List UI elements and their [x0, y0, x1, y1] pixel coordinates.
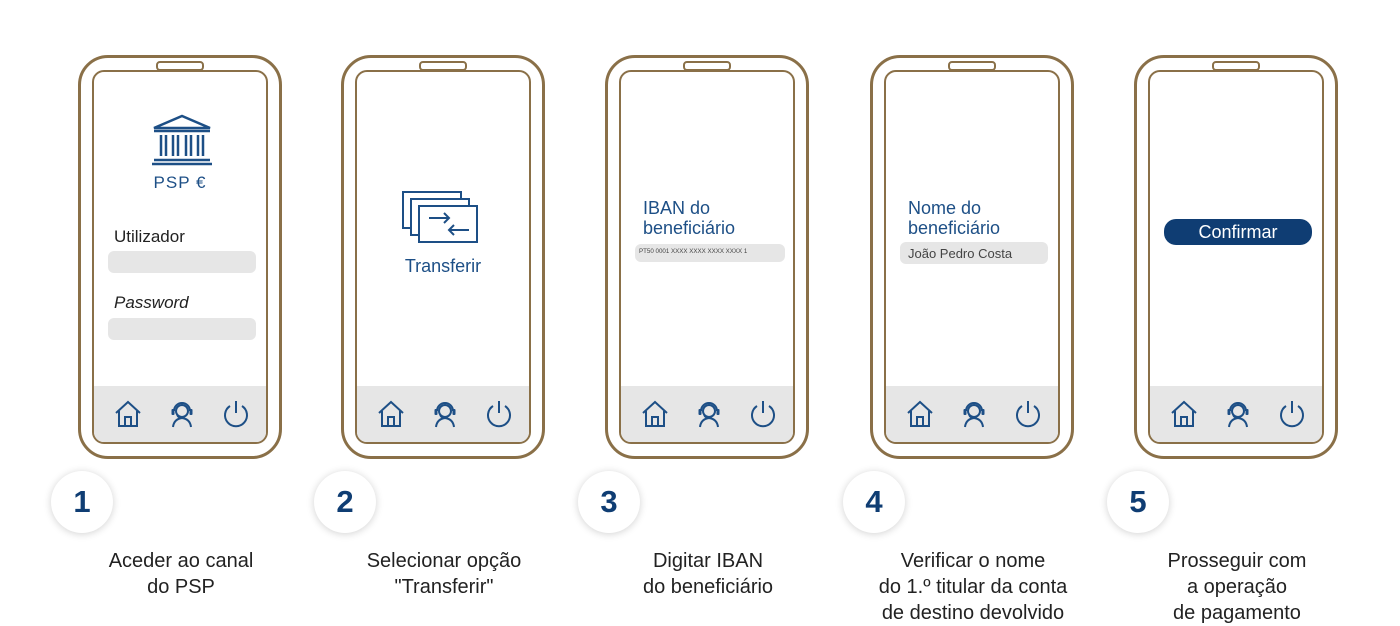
iban-title: IBAN do beneficiário [643, 198, 736, 238]
beneficiary-name-value: João Pedro Costa [908, 246, 1013, 261]
username-label: Utilizador [114, 227, 185, 246]
phone-screen: PSP € Utilizador Password [92, 70, 268, 444]
phone-screen: Confirmar [1148, 70, 1324, 444]
step-caption: Verificar o nome do 1.º titular da conta… [878, 550, 1068, 624]
bottom-nav [621, 386, 793, 442]
power-icon[interactable] [1276, 398, 1308, 430]
step-3: IBAN do beneficiário PT50 0001 XXXX XXXX… [578, 0, 845, 600]
bank-icon [152, 114, 212, 166]
home-icon[interactable] [375, 398, 407, 430]
phone-frame: IBAN do beneficiário PT50 0001 XXXX XXXX… [578, 55, 809, 598]
step-number-badge: 2 [314, 471, 376, 533]
transfer-icon[interactable] [401, 190, 481, 248]
step-2: Transferir 2 Selecionar opção "Transferi… [314, 0, 581, 600]
step-caption: Digitar IBAN do beneficiário [642, 550, 774, 598]
bottom-nav [94, 386, 266, 442]
home-icon[interactable] [112, 398, 144, 430]
step-number-badge: 1 [51, 471, 113, 533]
power-icon[interactable] [483, 398, 515, 430]
phone-screen: Nome do beneficiário João Pedro Costa [884, 70, 1060, 444]
support-agent-icon[interactable] [166, 398, 198, 430]
confirm-button[interactable]: Confirmar [1164, 219, 1312, 245]
phone-screen: Transferir [355, 70, 531, 444]
iban-input[interactable]: PT50 0001 XXXX XXXX XXXX XXXX 1 [635, 244, 785, 262]
power-icon[interactable] [1012, 398, 1044, 430]
step-1: PSP € Utilizador Password 1 Aceder ao ca… [51, 0, 318, 600]
name-title: Nome do beneficiário [908, 198, 1001, 238]
bottom-nav [886, 386, 1058, 442]
step-4: Nome do beneficiário João Pedro Costa 4 … [843, 0, 1110, 624]
bank-label: PSP € [153, 173, 207, 192]
support-agent-icon[interactable] [429, 398, 461, 430]
bottom-nav [1150, 386, 1322, 442]
phone-frame: PSP € Utilizador Password 1 Aceder ao ca… [51, 55, 282, 598]
username-field[interactable] [108, 251, 256, 273]
password-label: Password [114, 293, 189, 312]
step-number-badge: 3 [578, 471, 640, 533]
step-5: Confirmar 5 Prosseguir com a operação de… [1107, 0, 1374, 624]
home-icon[interactable] [1168, 398, 1200, 430]
phone-frame: Nome do beneficiário João Pedro Costa 4 … [843, 55, 1074, 624]
step-caption: Aceder ao canal do PSP [108, 550, 254, 598]
step-number-badge: 5 [1107, 471, 1169, 533]
iban-value: PT50 0001 XXXX XXXX XXXX XXXX 1 [639, 248, 748, 255]
support-agent-icon[interactable] [958, 398, 990, 430]
support-agent-icon[interactable] [693, 398, 725, 430]
phone-screen: IBAN do beneficiário PT50 0001 XXXX XXXX… [619, 70, 795, 444]
bottom-nav [357, 386, 529, 442]
password-field[interactable] [108, 318, 256, 340]
transfer-label[interactable]: Transferir [404, 256, 482, 276]
phone-frame: Transferir 2 Selecionar opção "Transferi… [314, 55, 545, 598]
support-agent-icon[interactable] [1222, 398, 1254, 430]
home-icon[interactable] [639, 398, 671, 430]
phone-frame: Confirmar 5 Prosseguir com a operação de… [1107, 55, 1338, 624]
power-icon[interactable] [220, 398, 252, 430]
step-number-badge: 4 [843, 471, 905, 533]
step-caption: Prosseguir com a operação de pagamento [1167, 550, 1307, 624]
step-caption: Selecionar opção "Transferir" [366, 550, 522, 598]
home-icon[interactable] [904, 398, 936, 430]
beneficiary-name-field: João Pedro Costa [900, 242, 1048, 264]
power-icon[interactable] [747, 398, 779, 430]
